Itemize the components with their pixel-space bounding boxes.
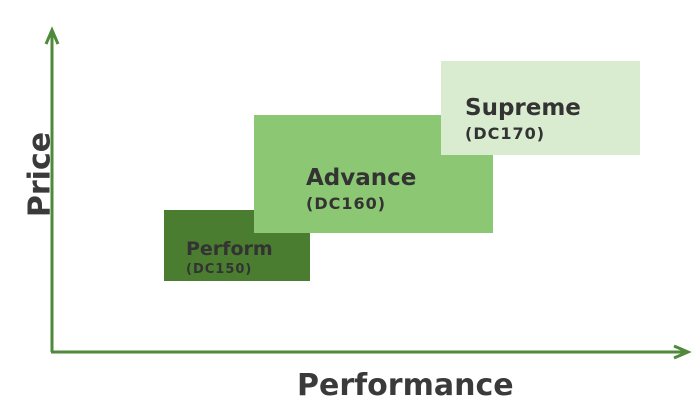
tier-advance-name: Advance [306, 165, 417, 191]
y-axis-arrowhead [44, 26, 60, 45]
tier-supreme-name: Supreme [465, 95, 581, 121]
y-axis-label: Price [22, 131, 58, 218]
tier-perform-code: (DC150) [186, 262, 253, 277]
x-axis-arrowhead [673, 344, 692, 360]
tier-advance-code: (DC160) [306, 194, 387, 213]
x-axis-label: Performance [297, 368, 514, 403]
tier-supreme-code: (DC170) [465, 124, 546, 143]
tier-perform-name: Perform [186, 238, 273, 260]
tier-supreme-block: Supreme (DC170) [441, 61, 640, 155]
